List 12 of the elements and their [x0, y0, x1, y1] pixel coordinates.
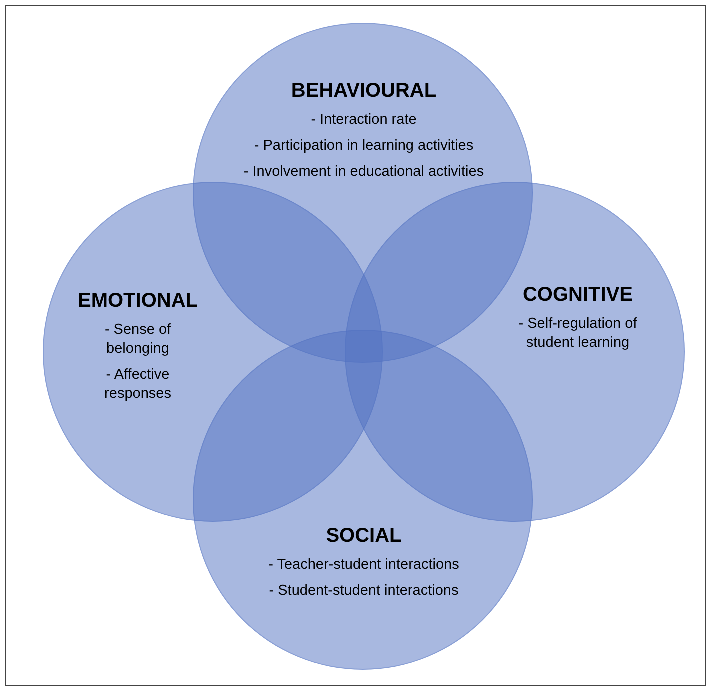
category-heading: EMOTIONAL	[78, 289, 198, 313]
list-item: - Affective responses	[104, 366, 172, 404]
list-item: - Teacher-student interactions	[268, 556, 460, 575]
list-item: - Interaction rate	[311, 111, 417, 130]
list-item: - Participation in learning activities	[254, 137, 474, 156]
list-item: - Sense of belonging	[104, 321, 172, 359]
list-item: - Self-regulation of student learning	[518, 315, 638, 353]
category-heading: COGNITIVE	[522, 283, 633, 307]
category-heading: SOCIAL	[326, 524, 402, 548]
category-heading: BEHAVIOURAL	[291, 79, 437, 103]
list-item: - Student-student interactions	[269, 582, 459, 601]
list-item: - Involvement in educational activities	[244, 163, 484, 182]
